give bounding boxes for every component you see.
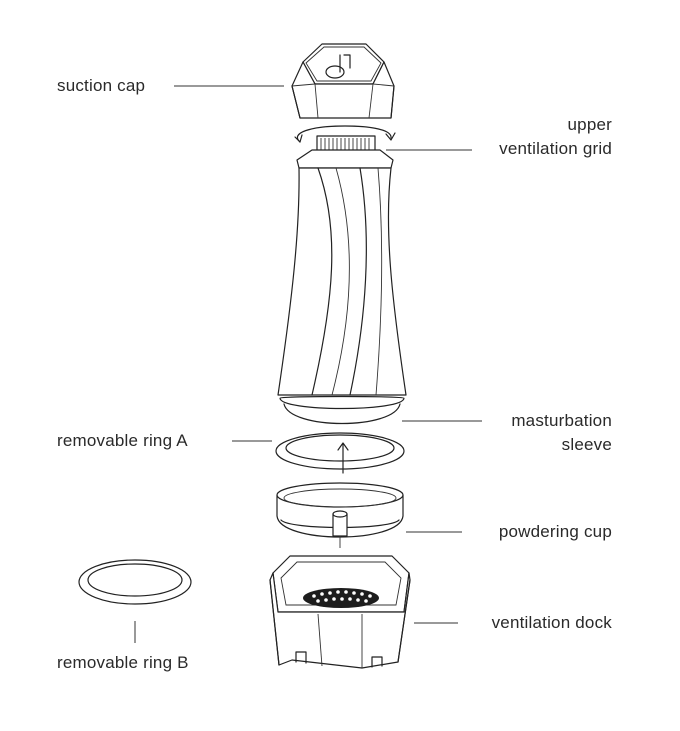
removable-ring-a: [275, 432, 405, 470]
label-ventilation-dock: ventilation dock: [492, 613, 613, 632]
ventilation-dock: [269, 555, 411, 669]
label-upper-ventilation-grid-line1: upper: [568, 115, 613, 134]
vent-holes: [303, 588, 379, 608]
label-removable-ring-b: removable ring B: [57, 653, 189, 672]
powdering-cup: [276, 482, 404, 548]
label-suction-cap: suction cap: [57, 76, 145, 95]
label-upper-ventilation-grid-line2: ventilation grid: [499, 139, 612, 158]
brand-logo-icon: [325, 54, 351, 79]
label-masturbation-sleeve-line1: masturbation: [511, 411, 612, 430]
label-masturbation-sleeve-line2: sleeve: [562, 435, 612, 454]
masturbation-sleeve: [277, 135, 407, 424]
label-powdering-cup: powdering cup: [499, 522, 612, 541]
suction-cap: [291, 43, 395, 119]
removable-ring-b: [78, 559, 192, 605]
up-arrow-icon: [337, 442, 349, 474]
label-removable-ring-a: removable ring A: [57, 431, 188, 450]
rotation-arrows-icon: [294, 125, 396, 143]
